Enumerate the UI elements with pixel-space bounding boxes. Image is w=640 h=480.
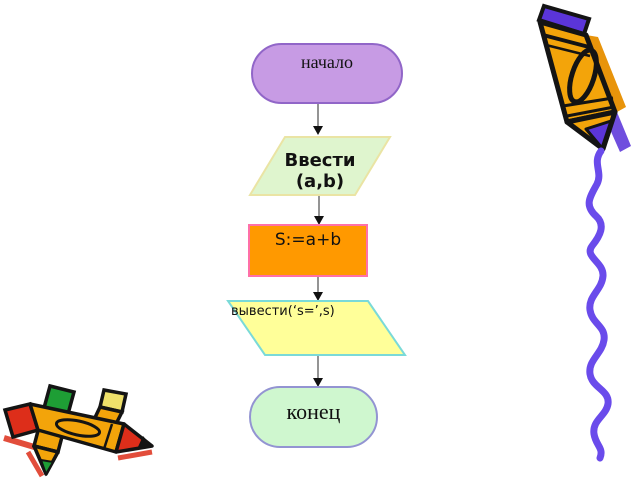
parallelogram-output-shape — [226, 300, 407, 356]
arrowhead — [313, 292, 323, 301]
purple-squiggle-line — [585, 147, 612, 462]
node-label-input: Ввести (a,b) — [260, 150, 380, 192]
crayon-stripe — [562, 96, 614, 108]
crayon-red-shadow — [25, 450, 45, 478]
node-label-input-line2: (a,b) — [295, 171, 345, 192]
crayon-tip-lead — [137, 436, 152, 449]
terminator-start-shape — [251, 43, 403, 104]
arrowhead — [313, 378, 323, 387]
crossed-crayons-illustration — [2, 383, 154, 478]
arrowhead — [314, 216, 324, 225]
node-label-start: начало — [300, 52, 354, 72]
crayon-ellipse-detail — [54, 418, 102, 438]
crayon-tip-lead — [584, 119, 613, 150]
crayon-stripe — [542, 33, 590, 49]
process-rectangle-shape — [248, 224, 368, 277]
terminator-end-shape — [249, 386, 378, 448]
crayon-stripe — [566, 105, 615, 118]
flowchart-arrowheads — [313, 126, 324, 387]
crayon-tip — [114, 422, 154, 454]
node-label-input-line1: Ввести — [284, 150, 356, 171]
node-label-process: S:=a+b — [274, 230, 342, 250]
flowchart-connectors — [317, 103, 320, 379]
crayon-ellipse-detail — [567, 47, 599, 105]
node-label-end: конец — [286, 399, 341, 424]
crayon-top-right-illustration — [536, 3, 631, 462]
crayon-stripe — [102, 423, 114, 450]
parallelogram-input-shape — [248, 136, 392, 196]
arrowhead — [313, 126, 323, 135]
crayon-tip-lead — [39, 458, 55, 477]
node-label-output: вывести(‘s=’,s) — [231, 304, 335, 319]
crayon-red-shadow — [117, 449, 153, 461]
